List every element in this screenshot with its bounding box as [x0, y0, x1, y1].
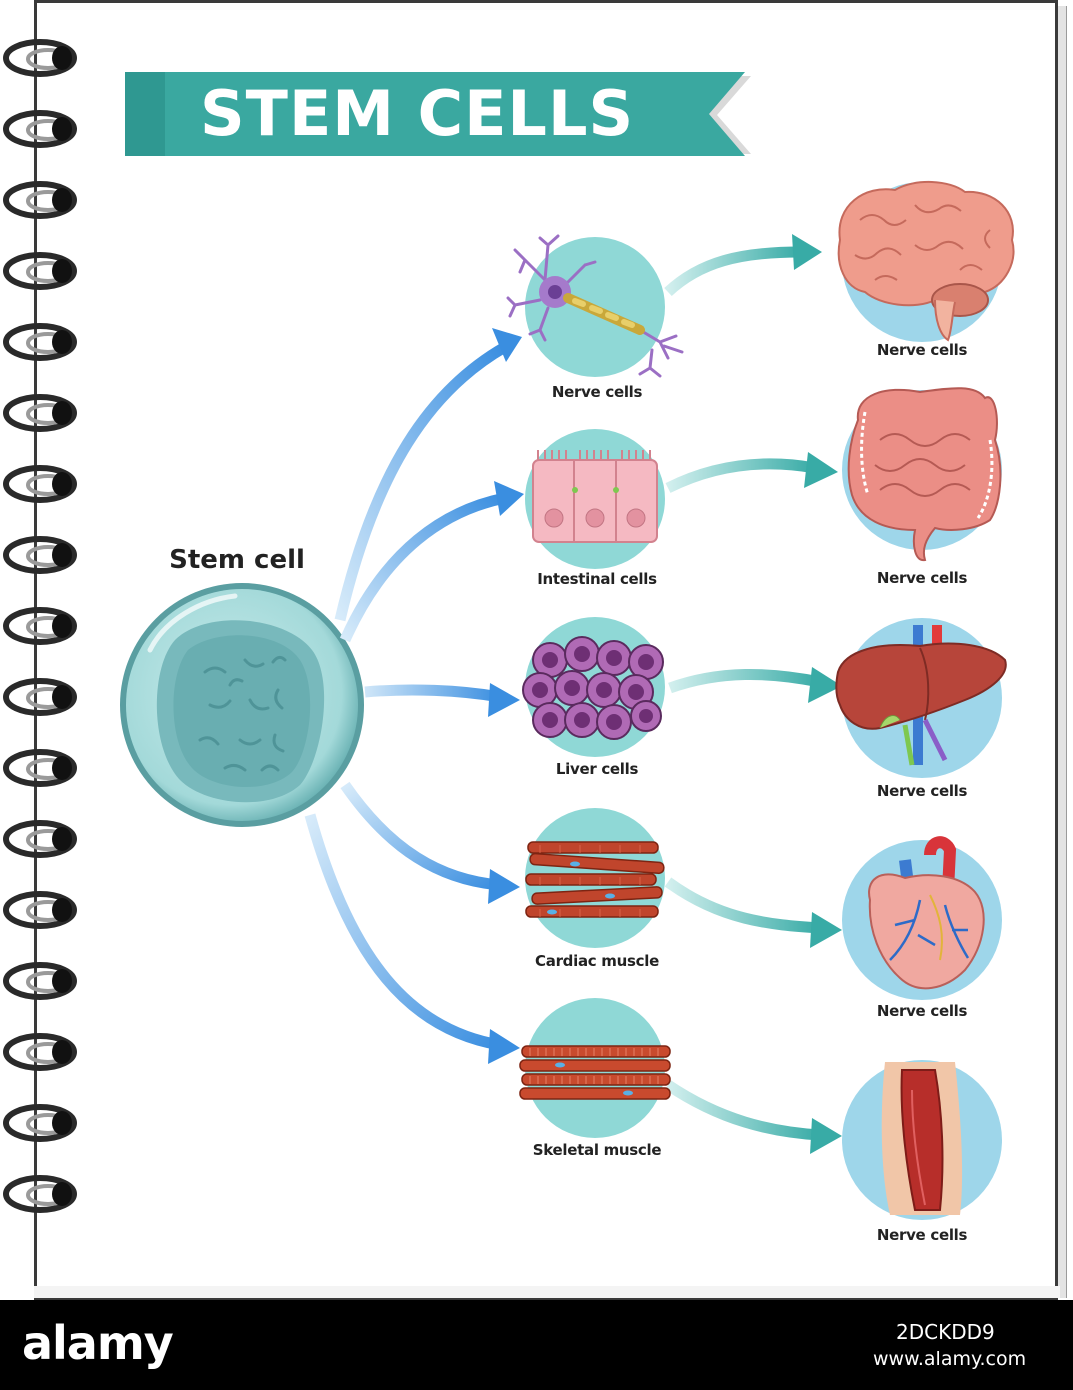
spiral-ring: [3, 1104, 77, 1142]
differentiation-arrows: [304, 328, 524, 1064]
spiral-ring: [3, 678, 77, 716]
spiral-ring: [3, 465, 77, 503]
spiral-ring: [3, 394, 77, 432]
intestine-icon: [847, 387, 1002, 562]
stem-cell-label: Stem cell: [169, 545, 305, 575]
skeletal-muscle-icon: [519, 1045, 671, 1100]
footer-url: www.alamy.com: [873, 1348, 1027, 1370]
neuron-icon: [506, 234, 684, 378]
spiral-ring: [3, 1033, 77, 1071]
stem-cell-icon: [120, 583, 364, 827]
intestinal-cells-icon: [532, 450, 658, 543]
brain-icon: [837, 180, 1015, 342]
cell-label-cardiac: Cardiac muscle: [535, 952, 659, 970]
footer-logo: alamy: [22, 1316, 174, 1370]
cardiac-muscle-icon: [525, 841, 665, 918]
liver-cells-icon: [522, 636, 664, 740]
organ-arrows: [664, 234, 842, 1154]
spiral-ring: [3, 607, 77, 645]
spiral-ring: [3, 749, 77, 787]
footer-image-id: 2DCKDD9: [896, 1320, 995, 1344]
spiral-ring: [3, 1175, 77, 1213]
spiral-binding: [3, 39, 77, 1213]
organ-label-leg: Nerve cells: [876, 1226, 968, 1244]
spiral-ring: [3, 891, 77, 929]
spiral-ring: [3, 181, 77, 219]
spiral-ring: [3, 252, 77, 290]
spiral-ring: [3, 110, 77, 148]
organ-label-brain: Nerve cells: [876, 341, 968, 359]
spiral-ring: [3, 323, 77, 361]
title-banner: [125, 72, 751, 156]
cell-label-liver: Liver cells: [555, 760, 639, 778]
cell-label-skeletal: Skeletal muscle: [532, 1141, 662, 1159]
cell-label-intestinal: Intestinal cells: [537, 570, 657, 588]
spiral-ring: [3, 962, 77, 1000]
spiral-ring: [3, 820, 77, 858]
organ-label-heart: Nerve cells: [876, 1002, 968, 1020]
liver-icon: [835, 625, 1007, 766]
notebook-bottom-edge: [34, 1286, 1060, 1298]
leg-muscle-icon: [881, 1062, 963, 1215]
cell-label-nerve: Nerve cells: [551, 383, 643, 401]
stem-cell-diagram: [120, 180, 1015, 1220]
notebook-page-edge: [1058, 6, 1067, 1298]
spiral-ring: [3, 39, 77, 77]
page-title: STEM CELLS: [200, 77, 635, 150]
organ-label-intestine: Nerve cells: [876, 569, 968, 587]
spiral-ring: [3, 536, 77, 574]
organ-label-liver: Nerve cells: [876, 782, 968, 800]
watermark-footer: alamy 2DCKDD9 www.alamy.com: [0, 1300, 1073, 1390]
heart-icon: [868, 836, 985, 990]
